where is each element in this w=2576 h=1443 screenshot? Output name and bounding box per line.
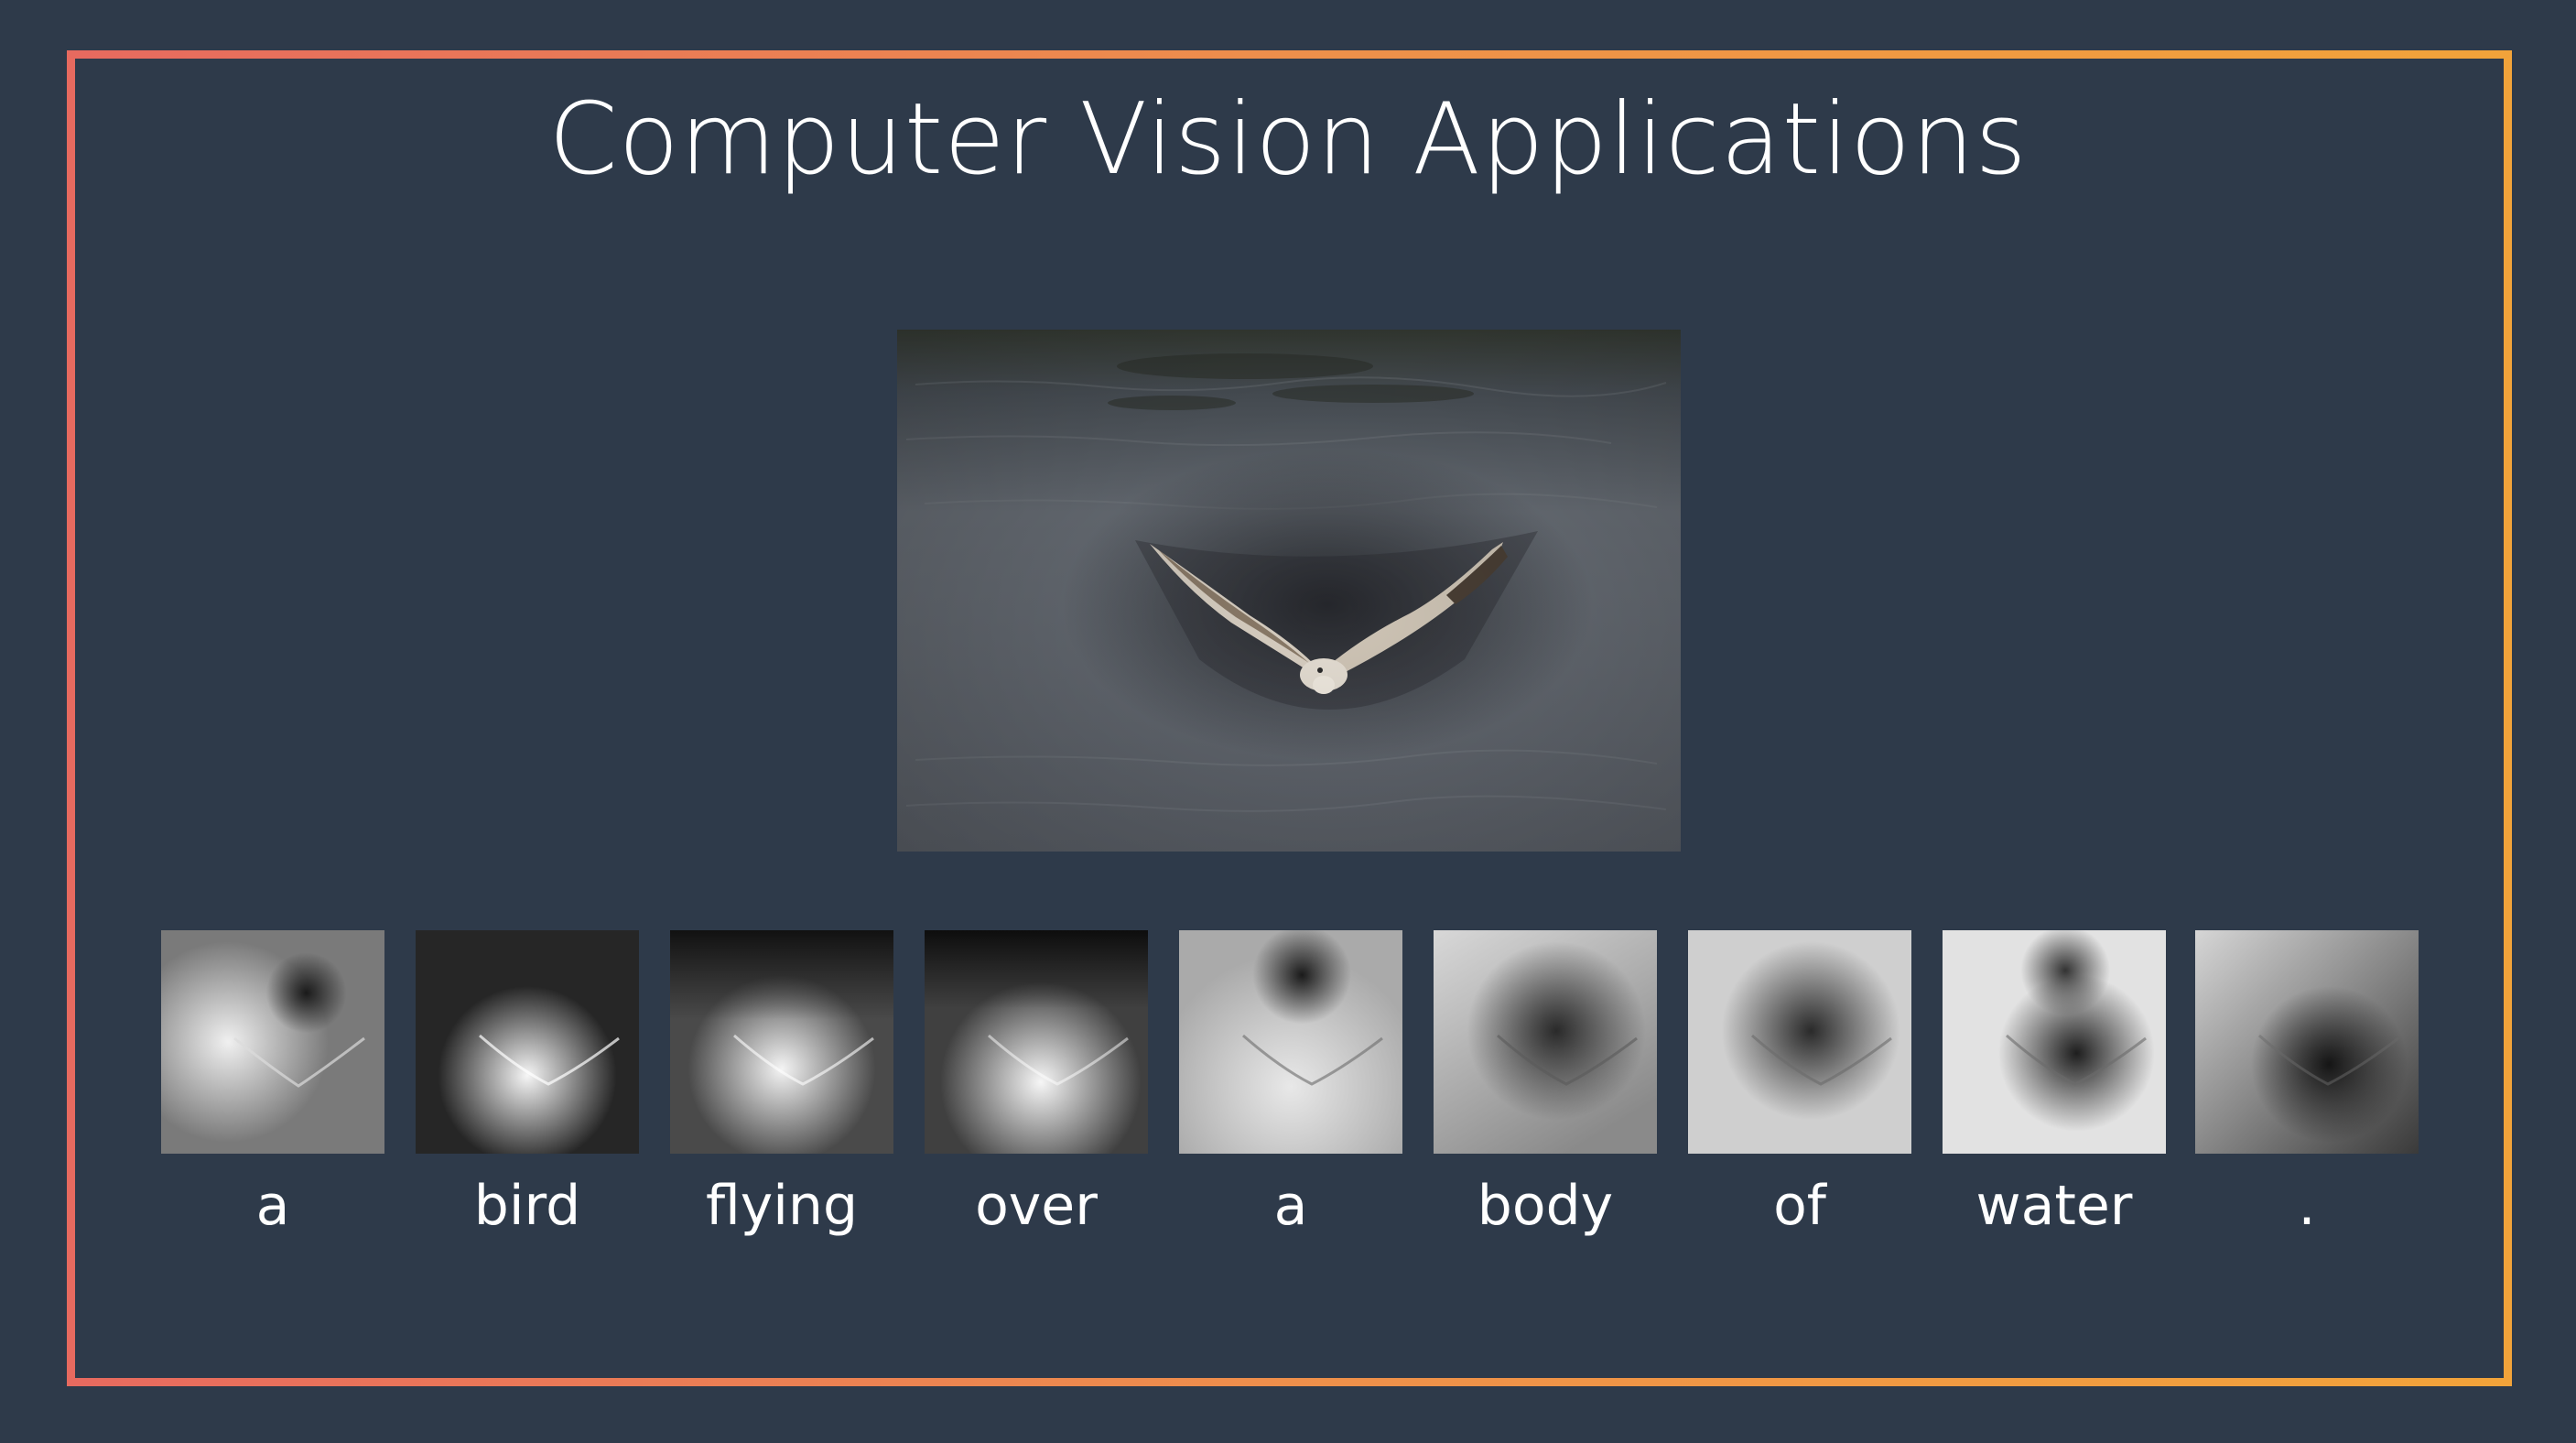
caption-word: body [1477, 1174, 1614, 1238]
attention-map: a [1179, 930, 1402, 1238]
caption-word: a [1273, 1174, 1308, 1238]
caption-word: water [1975, 1174, 2133, 1238]
attention-map: water [1943, 930, 2166, 1238]
attention-map-image [670, 930, 893, 1154]
attention-map: . [2195, 930, 2419, 1238]
attention-map-image [1943, 930, 2166, 1154]
caption-word: a [255, 1174, 290, 1238]
attention-map: a [161, 930, 384, 1238]
caption-word: of [1773, 1174, 1826, 1238]
attention-map-image [1434, 930, 1657, 1154]
attention-map-image [1688, 930, 1911, 1154]
caption-word: flying [705, 1174, 859, 1238]
attention-map-image [1179, 930, 1402, 1154]
caption-word: . [2298, 1174, 2316, 1238]
attention-map: over [925, 930, 1148, 1238]
attention-map-image [2195, 930, 2419, 1154]
bird-photo [897, 330, 1681, 852]
attention-map: bird [416, 930, 639, 1238]
attention-map: flying [670, 930, 893, 1238]
attention-map-image [161, 930, 384, 1154]
attention-map-image [416, 930, 639, 1154]
slide-title: Computer Vision Applications [548, 82, 2028, 197]
attention-map-image [925, 930, 1148, 1154]
attention-map: body [1434, 930, 1657, 1238]
attention-map-row: a bird [0, 930, 2576, 1297]
bird-photo-image [897, 330, 1681, 852]
caption-word: over [975, 1174, 1098, 1238]
attention-map: of [1688, 930, 1911, 1238]
caption-word: bird [473, 1174, 581, 1238]
